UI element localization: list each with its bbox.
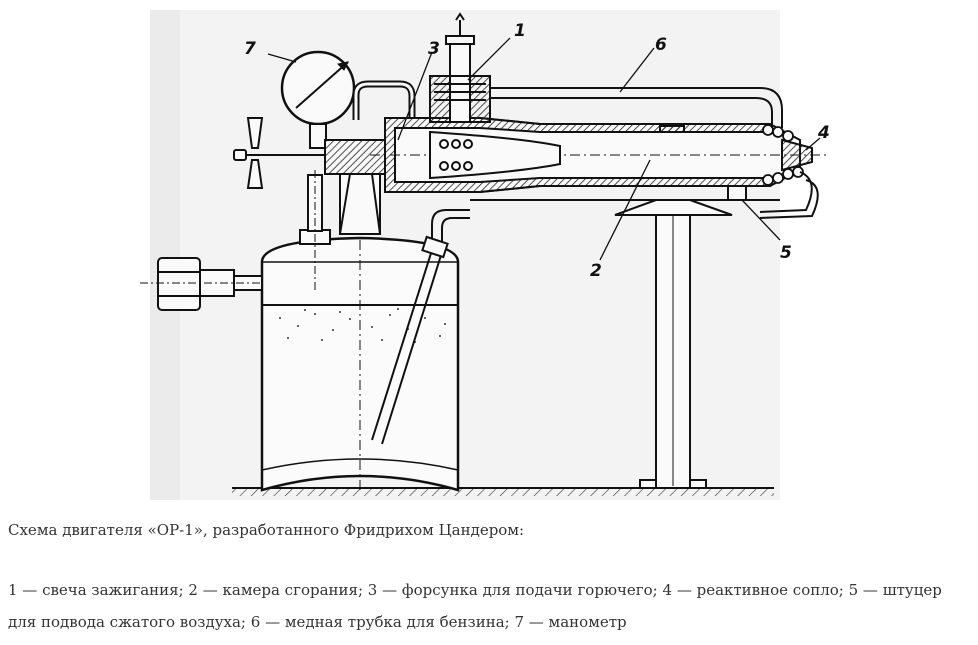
tank-top-fitting [299,170,331,290]
callout-4: 4 [817,123,830,143]
callouts: 1 2 3 4 5 6 7 [244,21,830,281]
engine-diagram: 1 2 3 4 5 6 7 [140,10,830,500]
callout-6: 6 [655,35,667,55]
callout-2: 2 [590,261,602,281]
copper-tube [490,87,783,128]
copper-coil [762,124,804,186]
caption-title: Схема двигателя «ОР-1», разработанного Ф… [8,521,525,539]
valve-body [324,139,386,235]
tank-valve [140,257,263,311]
scan-left-shadow [150,10,180,500]
callout-7: 7 [244,39,256,59]
handwheel [233,117,330,189]
callout-5: 5 [780,243,792,263]
callout-3: 3 [428,39,440,59]
spark-plug [429,12,491,123]
fuel-tank [260,236,460,492]
feed-pipe [371,209,470,445]
caption-legend-line-1: 1 — свеча зажигания; 2 — камера сгорания… [8,581,942,599]
support-stand [470,199,780,489]
callout-1: 1 [514,21,526,41]
caption-legend-line-2: для подвода сжатого воздуха; 6 — медная … [8,613,627,631]
combustion-chamber [370,117,830,193]
ground [232,487,774,496]
jet-nozzle [781,138,813,172]
air-fitting [727,171,819,219]
leader-lines [267,37,821,261]
